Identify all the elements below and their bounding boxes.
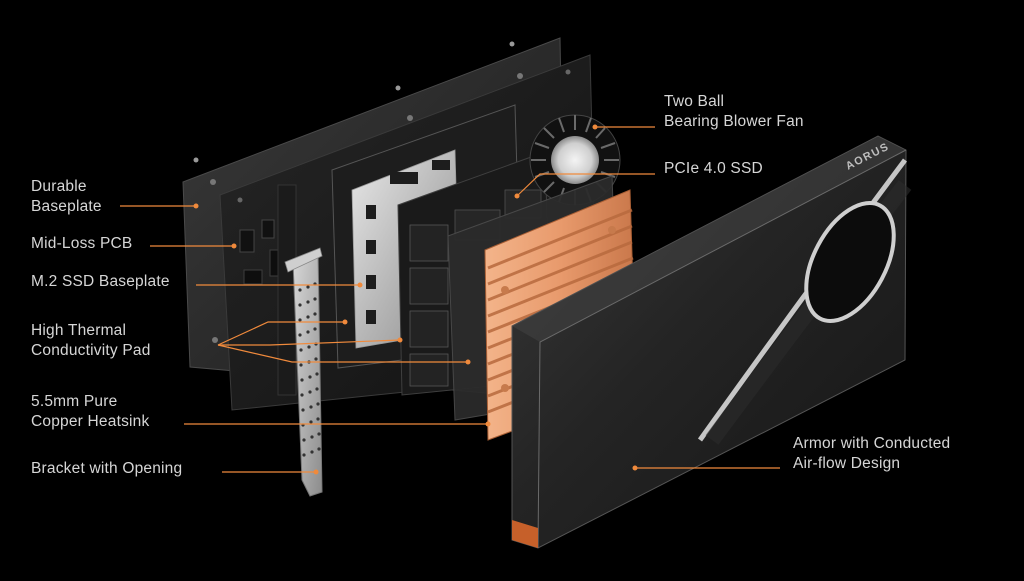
dot-m2-ssd-baseplate bbox=[357, 282, 363, 288]
leader-thermal-pad-1 bbox=[217, 321, 345, 346]
label-line: Mid-Loss PCB bbox=[31, 235, 133, 252]
label-copper-heatsink: 5.5mm Pure Copper Heatsink bbox=[31, 392, 149, 432]
dot-copper-heatsink bbox=[485, 421, 491, 427]
label-line: Copper Heatsink bbox=[31, 413, 150, 430]
label-line: High Thermal bbox=[31, 322, 127, 339]
label-line: PCIe 4.0 SSD bbox=[664, 160, 763, 177]
dot-thermal-pad-3 bbox=[465, 359, 471, 365]
leader-thermal-pad-2 bbox=[218, 339, 401, 346]
dot-pcie-ssd bbox=[514, 193, 520, 199]
label-m2-ssd-baseplate: M.2 SSD Baseplate bbox=[31, 272, 170, 292]
label-mid-loss-pcb: Mid-Loss PCB bbox=[31, 234, 132, 254]
label-line: Durable bbox=[31, 178, 87, 195]
callout-dots bbox=[193, 124, 638, 475]
label-thermal-pad: High Thermal Conductivity Pad bbox=[31, 321, 151, 361]
dot-bracket bbox=[313, 469, 319, 475]
dot-thermal-pad-2 bbox=[397, 337, 403, 343]
armor-shroud: AORUS bbox=[511, 135, 912, 549]
callout-leader-lines bbox=[120, 126, 780, 473]
label-line: Bracket with Opening bbox=[31, 460, 183, 477]
label-line: Air-flow Design bbox=[793, 455, 901, 472]
label-line: 5.5mm Pure bbox=[31, 393, 118, 410]
label-line: Conductivity Pad bbox=[31, 342, 151, 359]
label-line: Baseplate bbox=[31, 198, 102, 215]
label-pcie-ssd: PCIe 4.0 SSD bbox=[664, 159, 763, 179]
leader-thermal-pad-3 bbox=[217, 344, 468, 363]
dot-durable-baseplate bbox=[193, 203, 199, 209]
dot-armor bbox=[632, 465, 638, 471]
dot-mid-loss-pcb bbox=[231, 243, 237, 249]
dot-thermal-pad-1 bbox=[342, 319, 348, 325]
dot-blower-fan bbox=[592, 124, 598, 130]
label-durable-baseplate: Durable Baseplate bbox=[31, 177, 102, 217]
label-line: Armor with Conducted bbox=[793, 435, 951, 452]
leader-pcie-ssd bbox=[516, 173, 655, 197]
label-line: Two Ball bbox=[664, 93, 725, 110]
label-blower-fan: Two Ball Bearing Blower Fan bbox=[664, 92, 804, 132]
label-line: Bearing Blower Fan bbox=[664, 113, 804, 130]
io-bracket bbox=[284, 247, 323, 497]
label-armor: Armor with Conducted Air-flow Design bbox=[793, 434, 950, 474]
label-line: M.2 SSD Baseplate bbox=[31, 273, 170, 290]
label-bracket: Bracket with Opening bbox=[31, 459, 182, 479]
